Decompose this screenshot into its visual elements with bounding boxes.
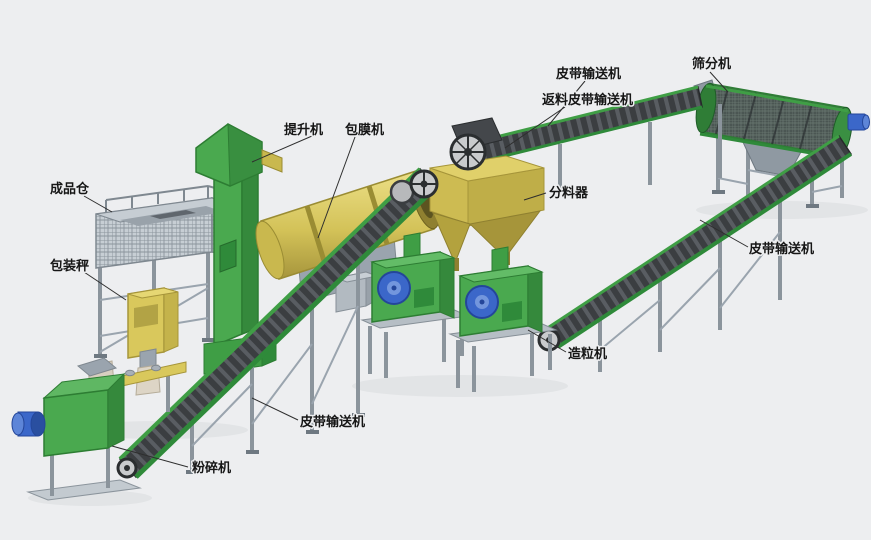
label-crusher: 粉碎机 bbox=[192, 460, 231, 475]
label-distributor: 分料器 bbox=[549, 185, 589, 200]
label-belt-conveyor-right: 皮带输送机 bbox=[748, 241, 814, 256]
label-hoist: 提升机 bbox=[284, 122, 323, 137]
label-granulator: 造粒机 bbox=[568, 346, 607, 361]
label-coating-machine: 包膜机 bbox=[345, 122, 384, 137]
pulley-wheels bbox=[389, 133, 487, 205]
label-finished-product-bin: 成品仓 bbox=[50, 181, 90, 196]
label-packing-scale: 包装秤 bbox=[50, 258, 89, 273]
granulator-unit-1 bbox=[360, 232, 470, 378]
label-screening-machine: 筛分机 bbox=[692, 56, 731, 71]
crusher-motor bbox=[11, 411, 46, 437]
crusher bbox=[11, 357, 142, 501]
belt-conveyor-right bbox=[537, 134, 853, 372]
granulator-unit-2 bbox=[448, 246, 558, 392]
granulators bbox=[360, 232, 558, 392]
label-return-belt-conveyor: 返料皮带输送机 bbox=[542, 92, 633, 107]
pulley-wheel-small bbox=[409, 169, 439, 199]
distributor-hopper bbox=[429, 155, 545, 271]
leader-lines bbox=[83, 71, 749, 468]
label-belt-conveyor-top: 皮带输送机 bbox=[555, 66, 621, 81]
label-belt-conveyor-middle: 皮带输送机 bbox=[299, 414, 365, 429]
labels: 提升机 包膜机 皮带输送机 返料皮带输送机 筛分机 分料器 皮带输送机 成品仓 … bbox=[49, 55, 816, 477]
pulley-wheel-large bbox=[449, 133, 487, 171]
screener-motor bbox=[847, 113, 870, 131]
